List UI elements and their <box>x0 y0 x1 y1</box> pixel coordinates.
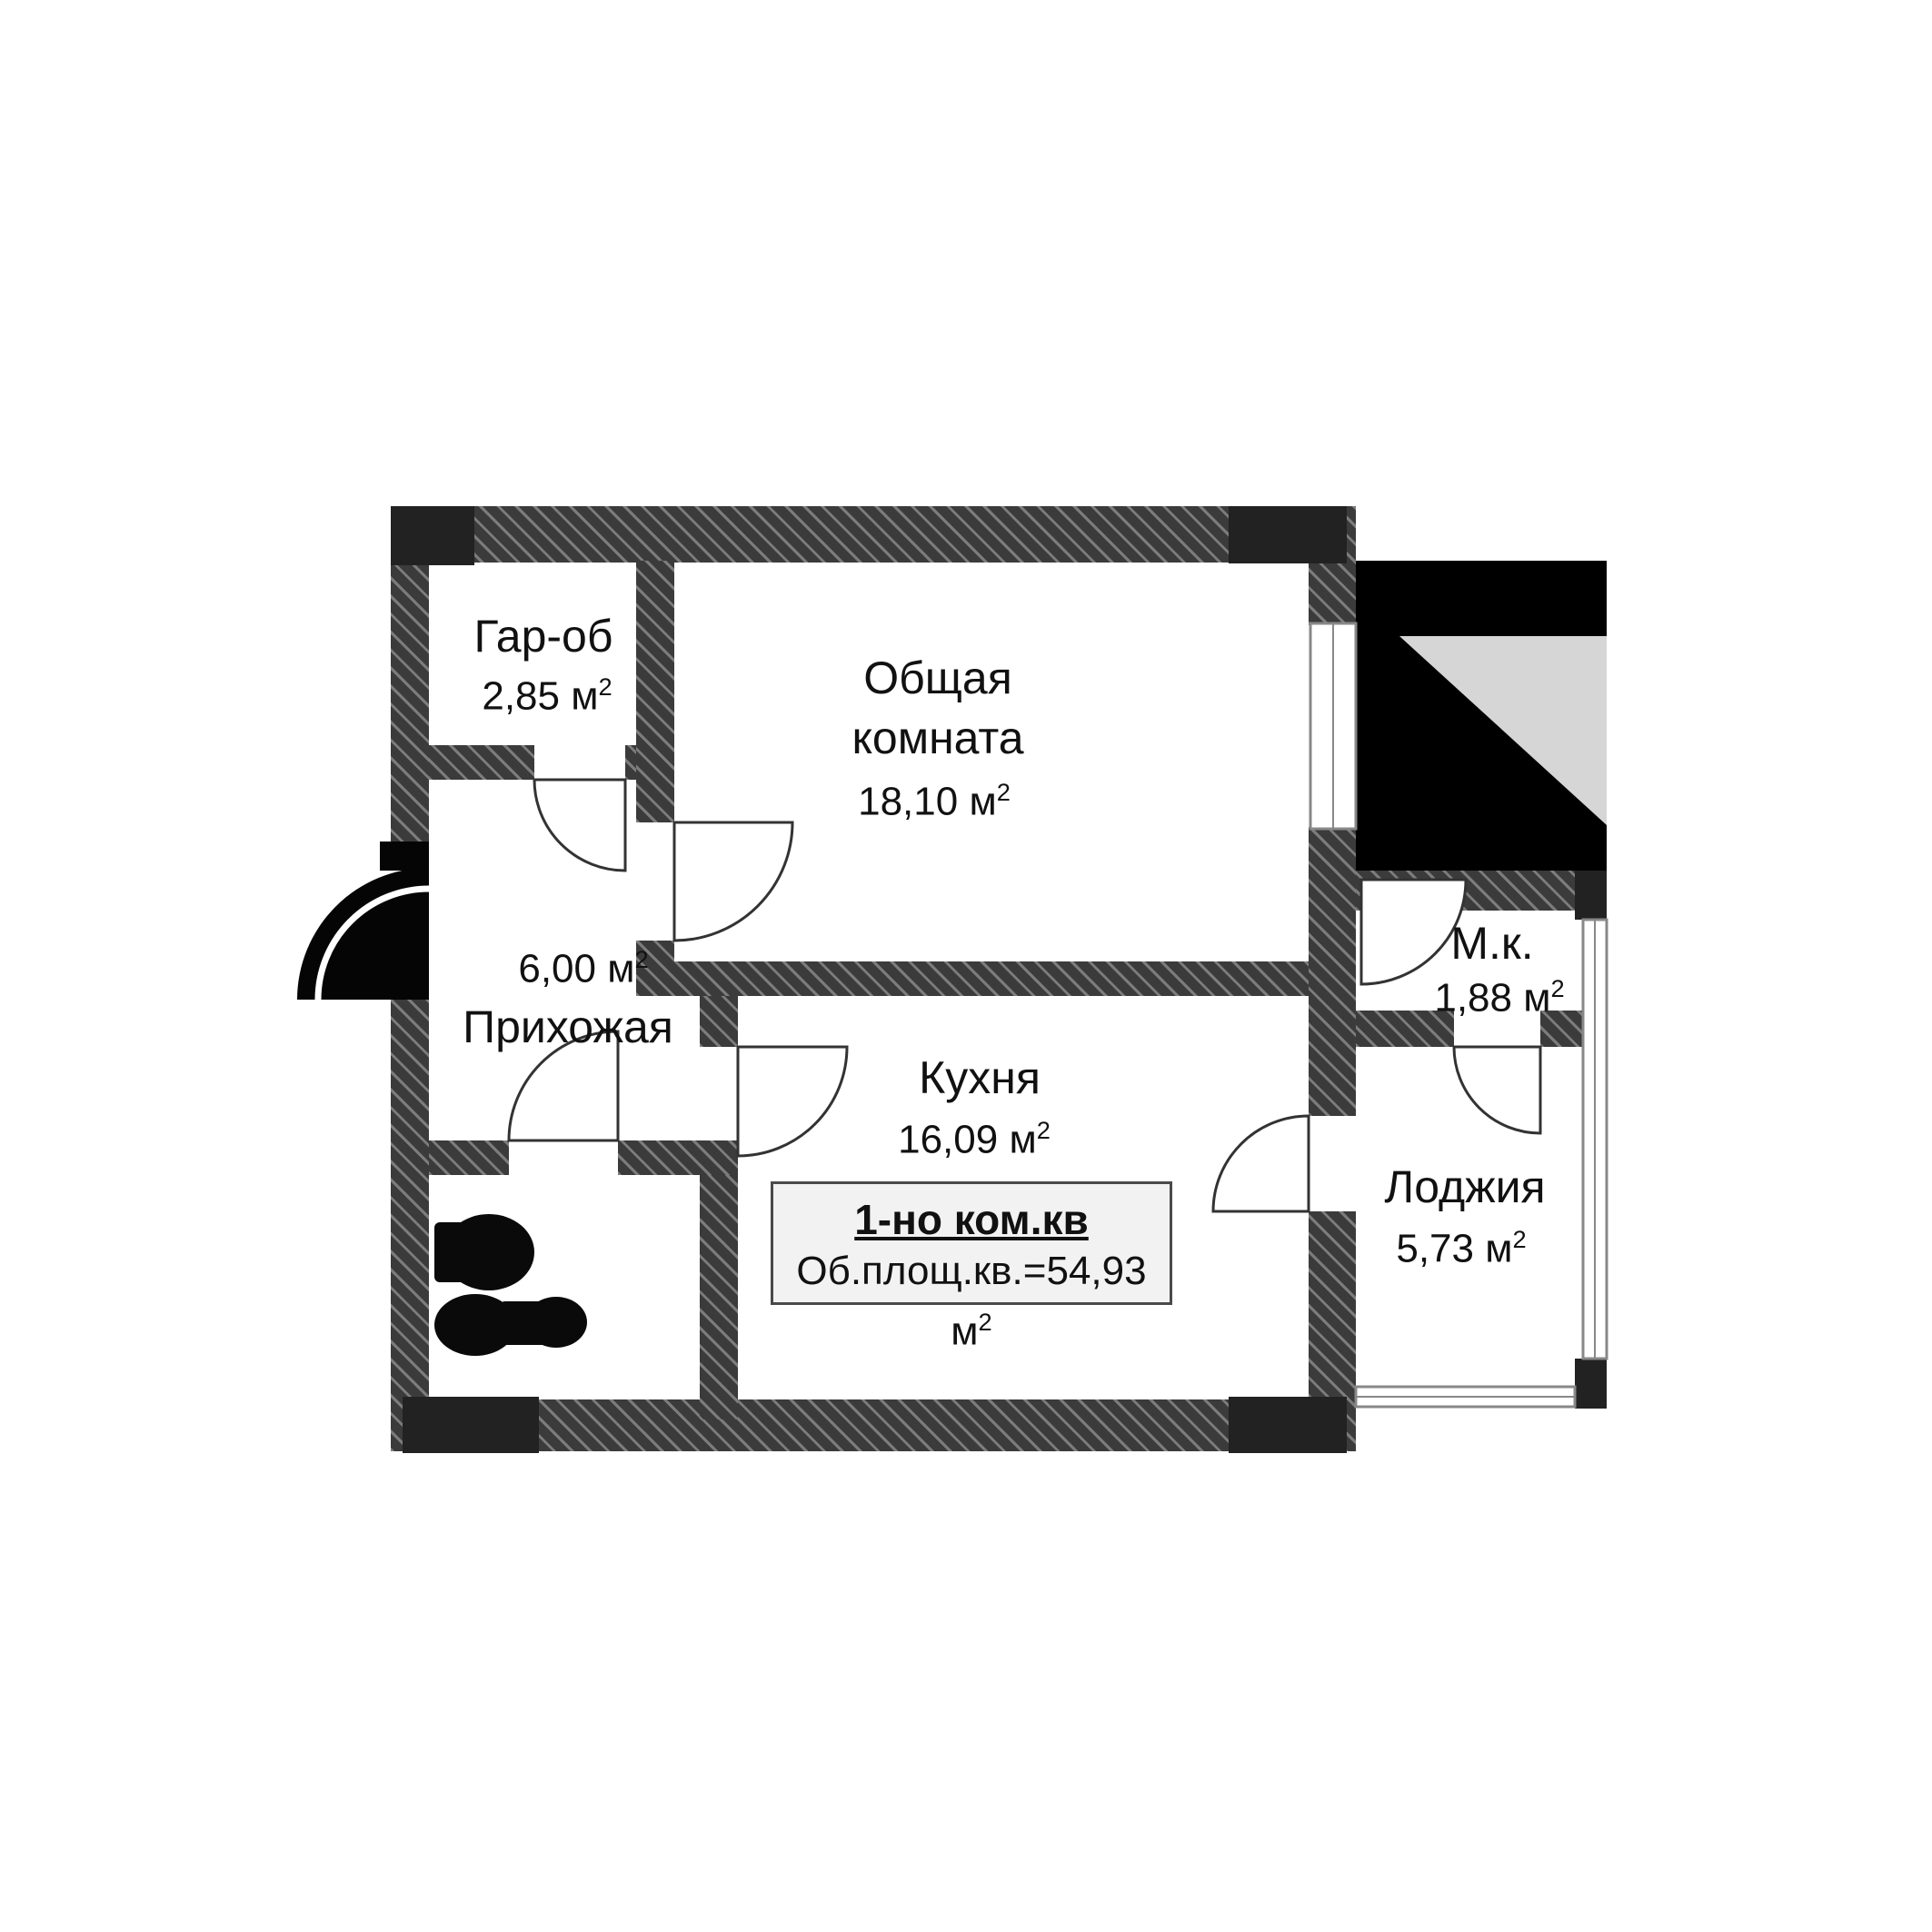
room-label-hallway-name: Прихожая <box>463 1001 673 1052</box>
room-label-loggia-area: 5,73 м2 <box>1396 1225 1527 1271</box>
wall-kitchen-left-lower <box>700 1156 738 1419</box>
area-value: 18,10 м <box>858 779 997 824</box>
area-value: 2,85 м <box>482 673 599 719</box>
wall-kitchen-left-upper <box>700 996 738 1047</box>
room-label-loggia-name: Лоджия <box>1384 1160 1546 1212</box>
summary-title: 1-но ком.кв <box>854 1196 1089 1243</box>
wall-right-middle <box>1309 827 1356 1116</box>
column-top-left <box>391 506 474 565</box>
door-arc-living <box>672 821 794 942</box>
room-label-wardrobe-name: Гар-об <box>473 610 613 662</box>
wall-left-lower <box>391 1000 429 1451</box>
window-living <box>1309 622 1358 831</box>
room-label-living-line2: комната <box>851 712 1024 763</box>
wall-living-left-upper <box>636 561 674 822</box>
area-value: 5,73 м <box>1396 1226 1513 1271</box>
basin-fixture <box>525 1297 587 1348</box>
area-sup: 2 <box>598 672 612 702</box>
door-arc-small-room <box>1359 878 1468 986</box>
door-arc-loggia <box>1452 1045 1542 1135</box>
wall-left-upper <box>391 506 429 868</box>
area-sup: 2 <box>1550 974 1565 1003</box>
room-label-hallway-area: 6,00 м2 <box>518 945 649 991</box>
wall-wardrobe-bottom-a <box>429 745 534 780</box>
column-bottom-left <box>403 1397 539 1453</box>
sink-fixture <box>434 1294 516 1356</box>
entrance-door <box>297 868 429 1000</box>
wall-bath-top-a <box>429 1140 509 1175</box>
summary-total-sup: 2 <box>978 1308 992 1336</box>
wall-bath-top-b <box>618 1140 738 1175</box>
wall-bottom <box>391 1399 1354 1451</box>
door-arc-bathroom <box>507 1030 620 1142</box>
room-label-small-room-area: 1,88 м2 <box>1434 974 1565 1021</box>
column-top-right <box>1229 506 1347 563</box>
room-label-living-line1: Общая <box>863 652 1012 703</box>
door-arc-kitchen <box>736 1045 849 1158</box>
pier-loggia-bottom-right <box>1575 1359 1607 1409</box>
room-label-wardrobe-area: 2,85 м2 <box>482 672 612 719</box>
pier-loggia-top-right <box>1575 871 1607 920</box>
summary-total-value: Об.площ.кв.=54,93 м <box>796 1249 1147 1354</box>
wall-wardrobe-bottom-b <box>625 745 636 780</box>
area-sup: 2 <box>1512 1225 1527 1254</box>
area-sup: 2 <box>996 778 1011 807</box>
area-value: 16,09 м <box>898 1117 1037 1162</box>
room-label-kitchen-name: Кухня <box>919 1051 1041 1103</box>
entrance-door-arc <box>314 885 430 1001</box>
wall-mk-top <box>1356 871 1607 911</box>
column-bottom-right <box>1229 1397 1347 1453</box>
summary-box: 1-но ком.кв Об.площ.кв.=54,93 м2 <box>771 1181 1172 1354</box>
room-label-living-area: 18,10 м2 <box>858 778 1011 824</box>
door-arc-kitchen-loggia <box>1211 1114 1310 1213</box>
wall-living-kitchen <box>636 961 1309 996</box>
area-sup: 2 <box>634 945 649 974</box>
area-sup: 2 <box>1036 1116 1051 1145</box>
wall-mk-bottom-a <box>1356 1011 1454 1047</box>
wall-top <box>391 506 1354 563</box>
area-value: 1,88 м <box>1434 975 1551 1021</box>
door-arc-wardrobe <box>533 778 627 872</box>
toilet-fixture <box>443 1214 534 1290</box>
area-value: 6,00 м <box>518 946 635 991</box>
entrance-frame <box>380 842 429 871</box>
window-loggia-right <box>1581 918 1608 1360</box>
summary-total: Об.площ.кв.=54,93 м2 <box>773 1246 1170 1358</box>
room-label-small-room-name: М.к. <box>1450 917 1534 969</box>
room-label-kitchen-area: 16,09 м2 <box>898 1116 1051 1162</box>
bathroom-fixtures <box>434 1214 587 1356</box>
window-loggia-bottom <box>1354 1385 1577 1409</box>
